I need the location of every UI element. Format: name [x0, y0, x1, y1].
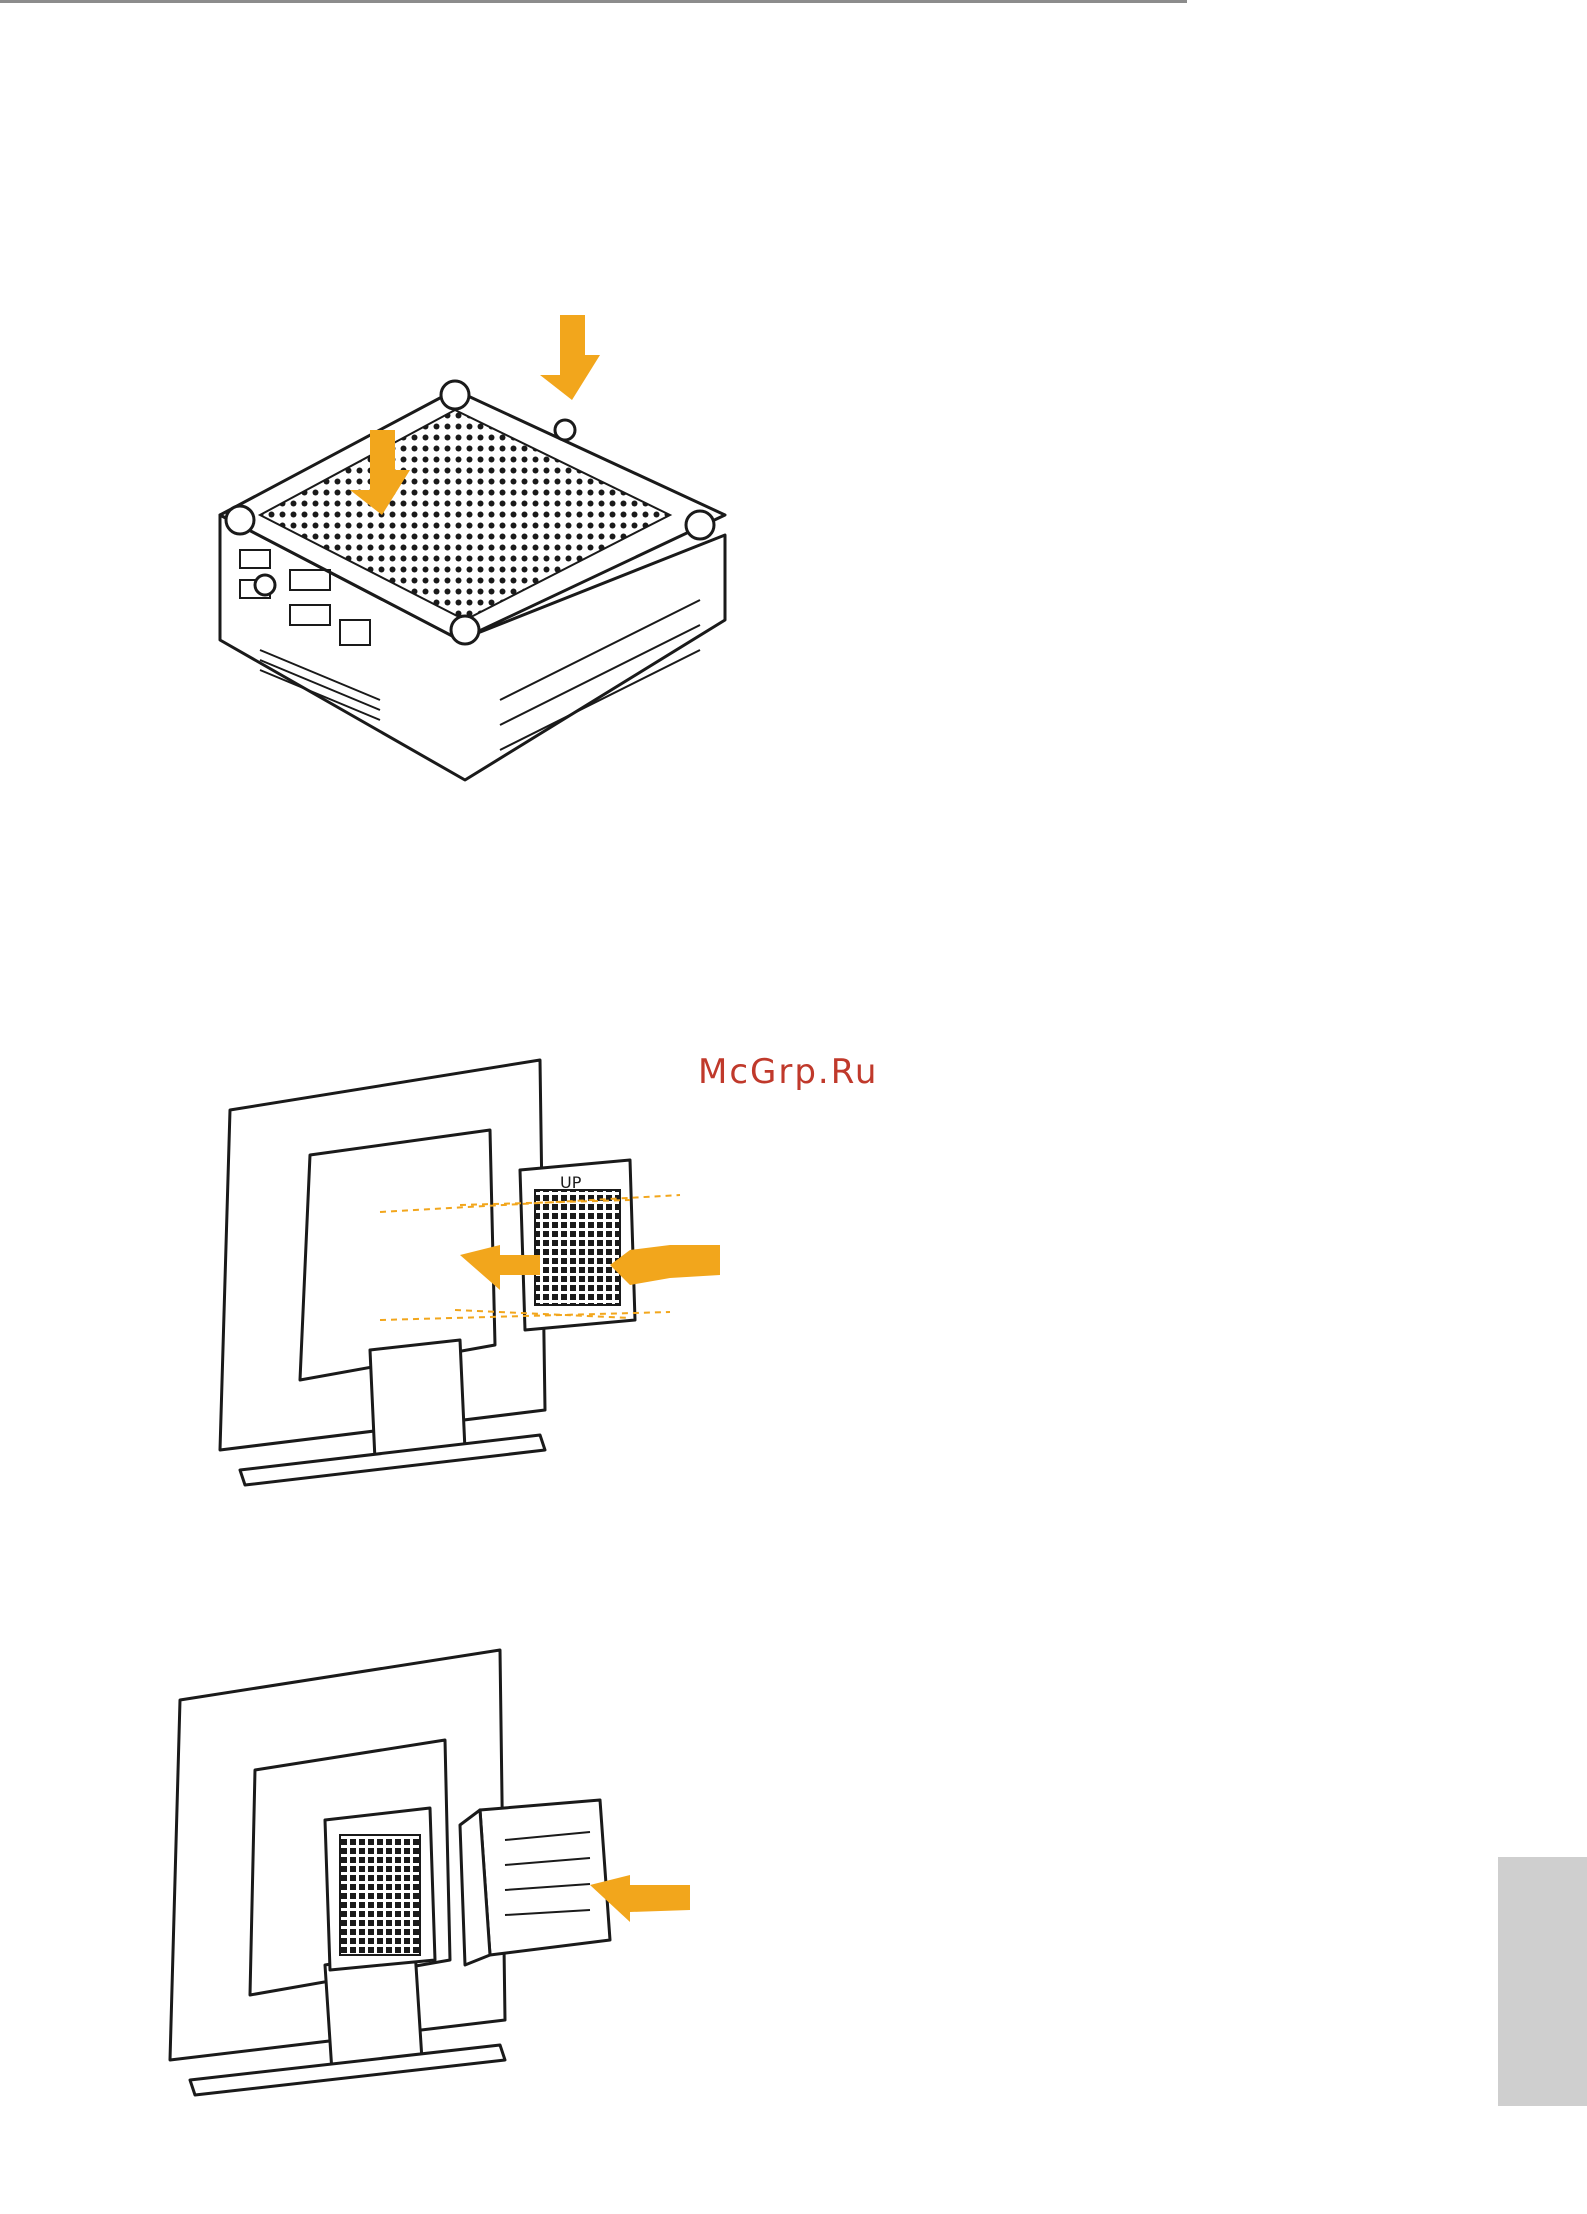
figure-bracket-to-monitor: UP: [200, 1050, 740, 1490]
figure-pc-to-bracket: [160, 1640, 720, 2100]
figure-mini-pc-bottom: [200, 300, 760, 820]
bracket-label: UP: [560, 1173, 582, 1192]
header-rule: [0, 0, 1187, 3]
side-tab: [1498, 1857, 1587, 2106]
